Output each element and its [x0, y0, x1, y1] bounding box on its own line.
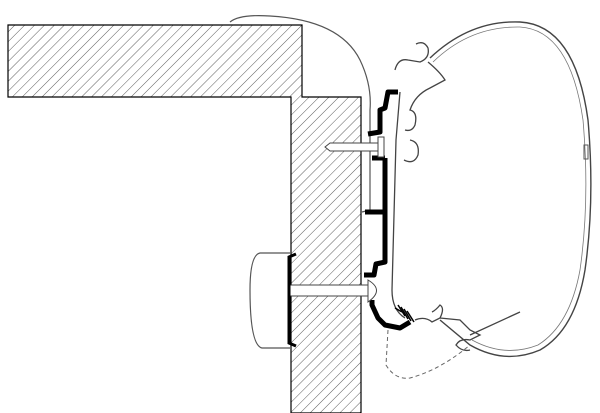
spring: [394, 304, 415, 323]
backing-plate: [287, 252, 297, 348]
bottom-hook-profile: [414, 304, 521, 352]
dashed-closure-line: [385, 329, 471, 379]
upper-bolt: [324, 136, 385, 158]
backing-plate-cover: [249, 252, 290, 349]
roof-trim: [229, 15, 371, 213]
awning-case-inner: [432, 26, 587, 351]
awning-case: [429, 21, 592, 358]
adapter-rail: [364, 89, 412, 331]
case-clip: [583, 144, 589, 160]
wall-section: [7, 24, 362, 413]
awning-back-plate: [391, 91, 406, 319]
top-hook-profile: [394, 42, 446, 163]
